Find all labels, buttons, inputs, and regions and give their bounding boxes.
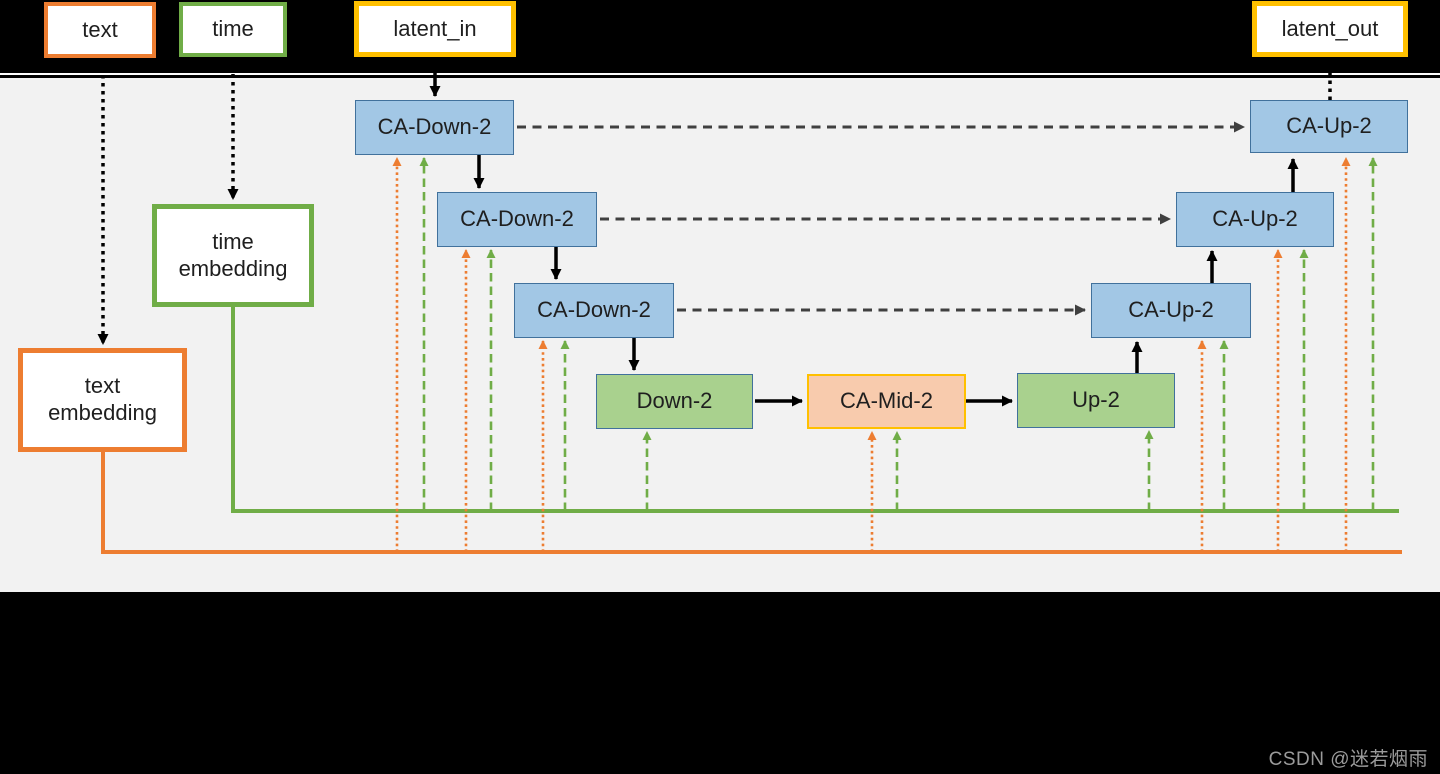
latent-in-box: latent_in — [354, 1, 516, 57]
ca-up-block-3-label: CA-Up-2 — [1128, 297, 1214, 323]
text-embedding-label: text embedding — [48, 373, 157, 425]
ca-up-block-2: CA-Up-2 — [1176, 192, 1334, 247]
io-dotted-arrows — [97, 58, 1336, 345]
time-embedding-label: time embedding — [178, 228, 288, 281]
ca-down-block-1: CA-Down-2 — [355, 100, 514, 155]
ca-down-block-2: CA-Down-2 — [437, 192, 597, 247]
ca-up-block-1-label: CA-Up-2 — [1286, 113, 1372, 139]
up-block: Up-2 — [1017, 373, 1175, 428]
time-input-label: time — [212, 16, 254, 42]
latent-out-label: latent_out — [1281, 15, 1379, 41]
ca-down-block-2-label: CA-Down-2 — [460, 206, 574, 232]
watermark: CSDN @迷若烟雨 — [1268, 749, 1428, 770]
text-conditioning-arrows — [392, 157, 1351, 552]
bottom-black-band — [0, 592, 1440, 774]
latent-in-label: latent_in — [393, 15, 477, 41]
time-embedding-bus — [231, 307, 1399, 513]
ca-up-block-2-label: CA-Up-2 — [1212, 206, 1298, 232]
time-embedding-box: time embedding — [152, 204, 314, 307]
time-input-box: time — [179, 2, 287, 57]
up-block-label: Up-2 — [1072, 387, 1120, 413]
latent-out-box: latent_out — [1252, 1, 1408, 57]
text-input-box: text — [44, 2, 156, 58]
ca-down-block-3: CA-Down-2 — [514, 283, 674, 338]
ca-up-block-3: CA-Up-2 — [1091, 283, 1251, 338]
time-conditioning-arrows — [419, 157, 1378, 511]
text-embedding-box: text embedding — [18, 348, 187, 452]
ca-down-block-1-label: CA-Down-2 — [377, 114, 492, 140]
main-flow-arrows — [429, 57, 1299, 407]
down-block-label: Down-2 — [636, 388, 713, 414]
ca-mid-block-label: CA-Mid-2 — [840, 388, 933, 414]
text-embedding-bus — [101, 452, 1402, 554]
skip-connections — [517, 121, 1245, 316]
text-input-label: text — [82, 16, 118, 42]
ca-up-block-1: CA-Up-2 — [1250, 100, 1408, 153]
down-block: Down-2 — [596, 374, 753, 429]
panel-top-highlight — [0, 73, 1440, 75]
ca-down-block-3-label: CA-Down-2 — [537, 297, 651, 323]
ca-mid-block: CA-Mid-2 — [807, 374, 966, 429]
